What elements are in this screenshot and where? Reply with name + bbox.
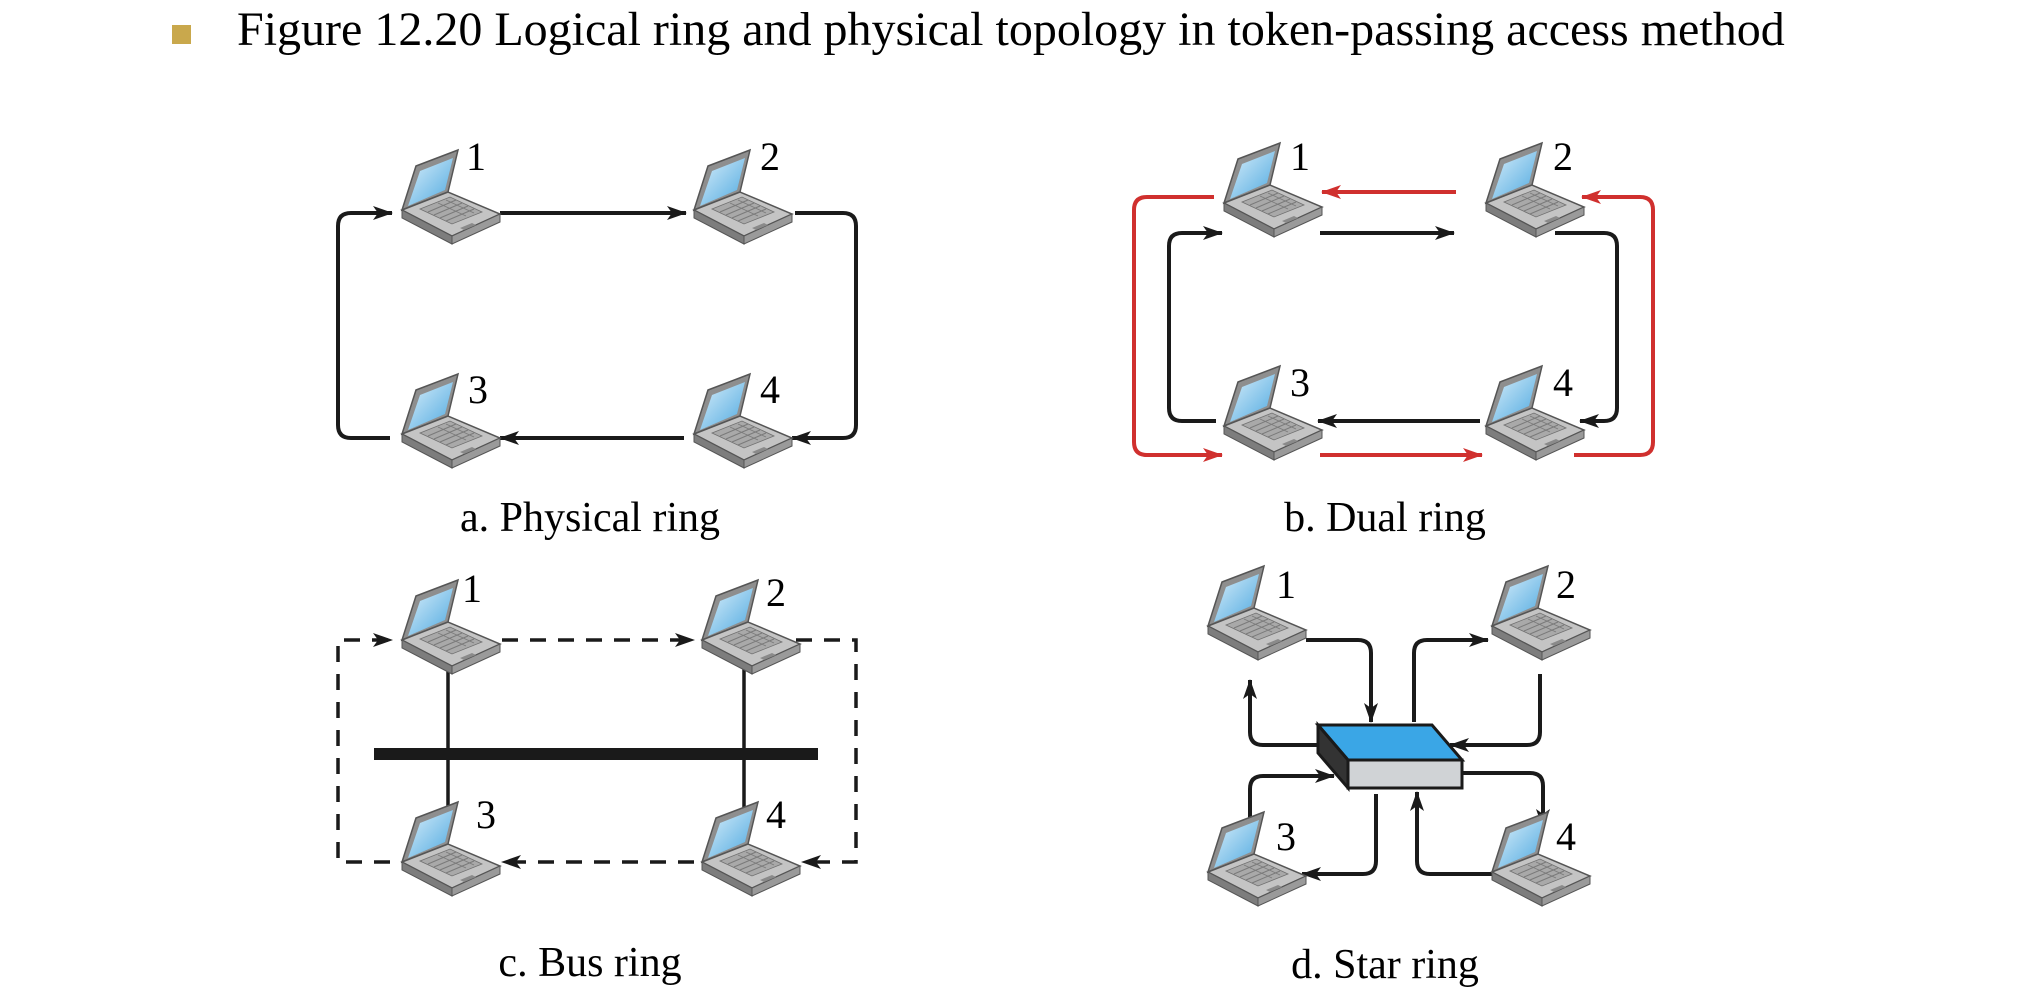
panel-caption: c. Bus ring — [498, 940, 681, 986]
link-hub-to-1 — [1243, 679, 1318, 747]
hub-device — [1314, 720, 1466, 793]
panel-dual-ring: 1 2 3 4 b. Dual ring — [1132, 134, 1655, 541]
station-label: 3 — [1276, 814, 1296, 859]
station-label: 3 — [1290, 360, 1310, 405]
link-3-to-1 — [336, 206, 393, 440]
link-2-to-hub — [1449, 674, 1542, 752]
station-label: 2 — [760, 134, 780, 179]
bus-cable — [374, 748, 818, 760]
laptop-icon — [401, 579, 501, 675]
secondary-link-1-to-3 — [1132, 195, 1223, 462]
link-1-to-hub — [1306, 638, 1378, 723]
station-label: 4 — [1553, 360, 1573, 405]
station-label: 1 — [1290, 134, 1310, 179]
link-hub-to-2 — [1412, 633, 1489, 722]
link-4-to-hub — [1410, 791, 1492, 876]
panel-bus-ring: 1 2 3 4 c. Bus ring — [336, 566, 858, 986]
station-label: 3 — [468, 367, 488, 412]
link-2-to-4 — [791, 211, 858, 445]
panel-physical-ring: 1 2 3 4 a. Physical ring — [336, 134, 858, 541]
station-label: 4 — [1556, 814, 1576, 859]
primary-link-3-to-1 — [1167, 226, 1223, 423]
panel-caption: b. Dual ring — [1284, 495, 1486, 541]
figure-title: Figure 12.20 Logical ring and physical t… — [237, 3, 1785, 56]
title-bullet — [172, 25, 191, 44]
link-3-to-hub — [1248, 769, 1335, 824]
link-hub-to-3 — [1301, 794, 1378, 881]
logical-link-2-to-4 — [796, 638, 858, 869]
station-label: 4 — [760, 367, 780, 412]
station-label: 2 — [766, 570, 786, 615]
station-label: 1 — [462, 566, 482, 611]
station-label: 1 — [466, 134, 486, 179]
station-label: 3 — [476, 792, 496, 837]
station-label: 2 — [1556, 562, 1576, 607]
title-row: Figure 12.20 Logical ring and physical t… — [0, 0, 2020, 80]
station-label: 2 — [1553, 134, 1573, 179]
station-label: 1 — [1276, 562, 1296, 607]
panel-star-ring: 1 2 3 4 d. Star ring — [1207, 562, 1591, 988]
primary-link-2-to-4 — [1555, 231, 1619, 428]
link-hub-to-4 — [1460, 771, 1550, 829]
secondary-link-4-to-2 — [1574, 190, 1655, 457]
panel-caption: a. Physical ring — [460, 495, 720, 541]
panel-caption: d. Star ring — [1291, 942, 1479, 988]
station-label: 4 — [766, 792, 786, 837]
